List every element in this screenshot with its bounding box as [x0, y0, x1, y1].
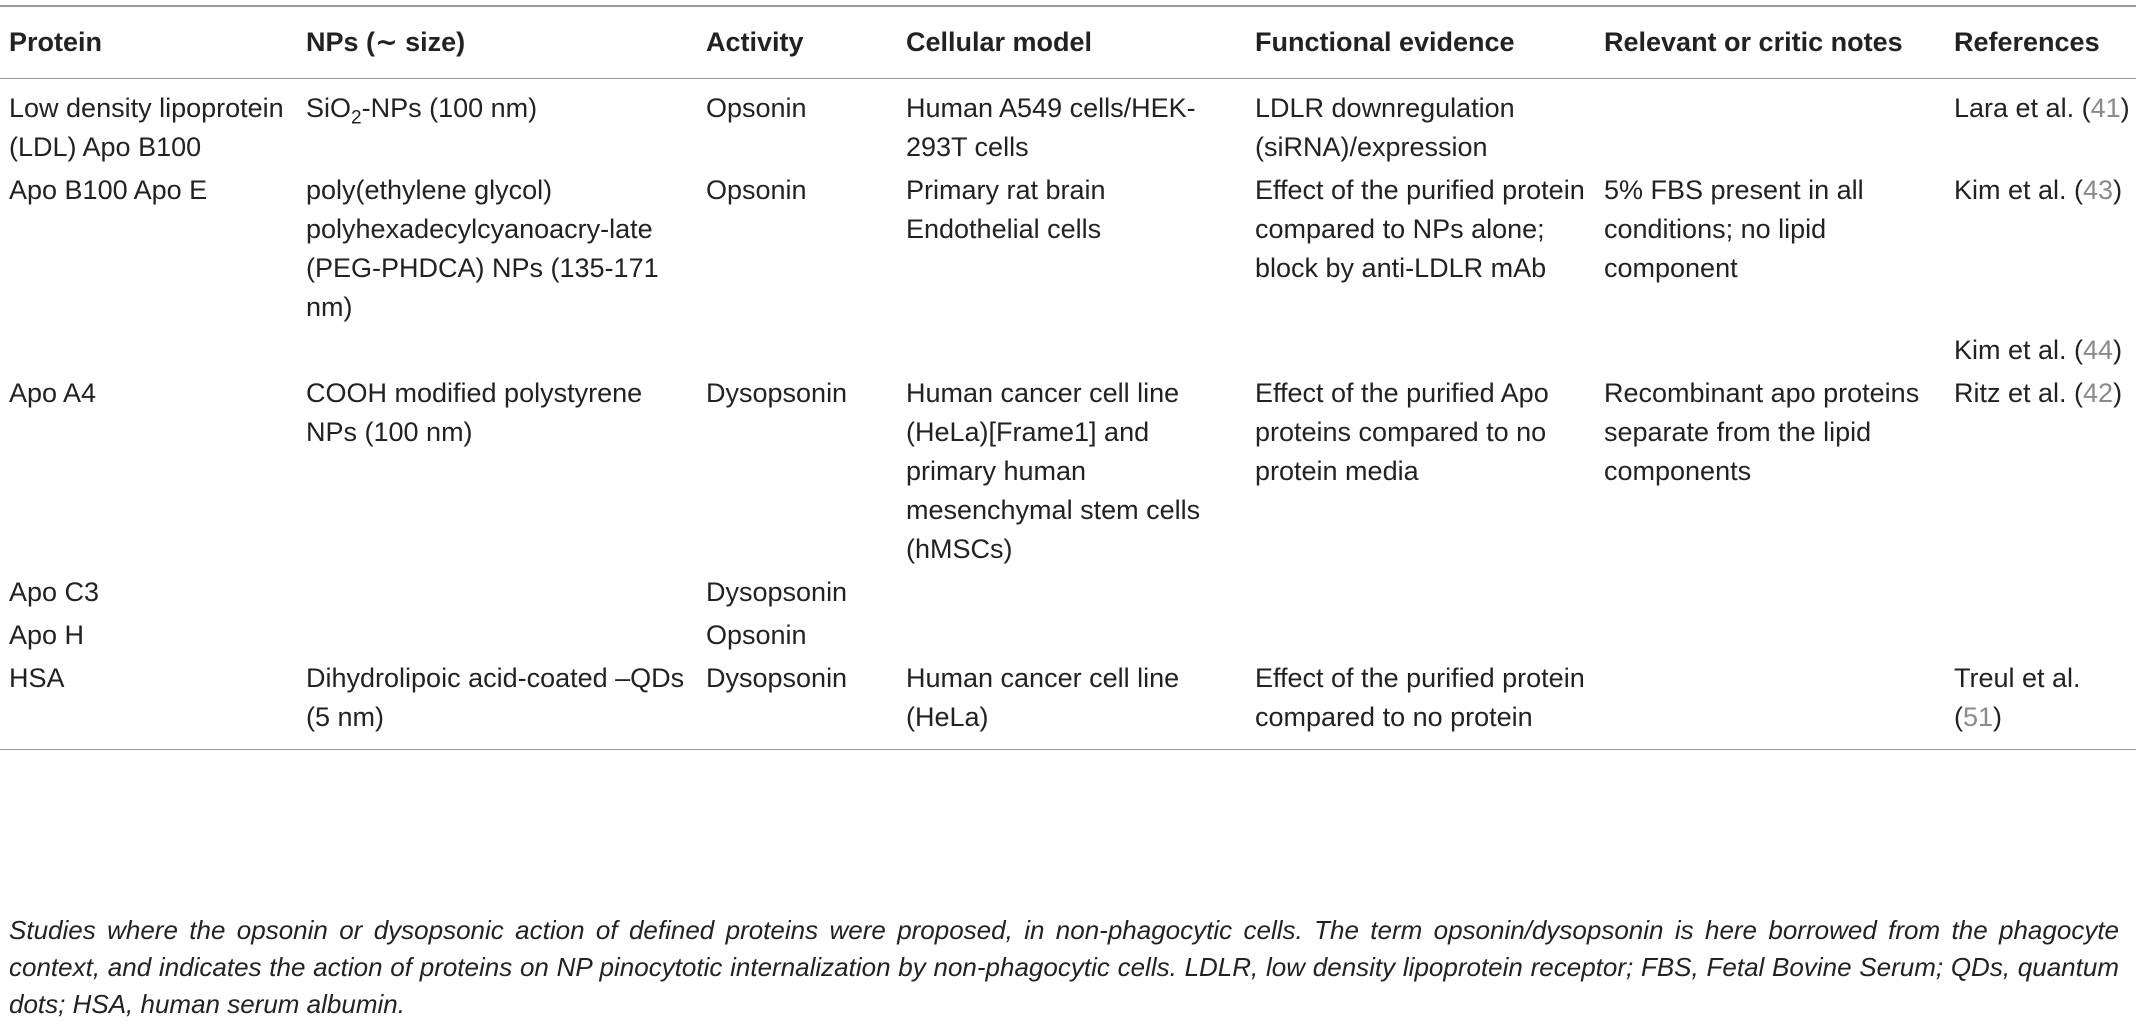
cell-reference: Treul et al. (51)	[1945, 657, 2136, 750]
cell-protein: Apo H	[9, 620, 85, 650]
cell-evidence: Effect of the purified Apo proteins comp…	[1255, 378, 1549, 486]
cell-protein	[0, 329, 297, 372]
cell-protein: Apo C3	[9, 577, 100, 607]
header-nps: NPs (∼ size)	[306, 27, 466, 57]
cell-model: Primary rat brain Endothelial cells	[906, 175, 1106, 244]
cell-notes: Recombinant apo proteins separate from t…	[1604, 378, 1920, 486]
nps-formula-subscript: 2	[351, 107, 362, 129]
header-references: References	[1954, 27, 2100, 57]
nps-formula-rest: -NPs (100 nm)	[361, 93, 538, 123]
cell-protein: Apo B100 Apo E	[9, 175, 208, 205]
table-row: Kim et al. (44)	[0, 329, 2136, 372]
table-row: Low density lipoprotein (LDL) Apo B100 S…	[0, 79, 2136, 170]
cell-notes: 5% FBS present in all conditions; no lip…	[1604, 175, 1864, 283]
ref-author: Treul et al. (	[1954, 663, 2081, 732]
cell-notes	[1595, 79, 1945, 170]
cell-evidence: Effect of the purified protein compared …	[1255, 663, 1585, 732]
ref-link[interactable]: 41	[2090, 93, 2121, 123]
ref-close: )	[2113, 175, 2123, 205]
ref-link[interactable]: 42	[2083, 378, 2114, 408]
ref-author: Ritz et al. (	[1954, 378, 2084, 408]
cell-activity	[697, 329, 897, 372]
cell-activity: Dysopsonin	[706, 663, 848, 693]
ref-close: )	[1993, 702, 2003, 732]
cell-nps: COOH modified polystyrene NPs (100 nm)	[306, 378, 643, 447]
cell-model: Human A549 cells/HEK-293T cells	[906, 93, 1196, 162]
cell-notes	[1595, 614, 1945, 657]
cell-model: Human cancer cell line (HeLa)	[906, 663, 1180, 732]
header-activity: Activity	[706, 27, 804, 57]
ref-link[interactable]: 51	[1963, 702, 1994, 732]
cell-reference: Lara et al. (41)	[1945, 79, 2136, 170]
cell-activity: Opsonin	[706, 93, 807, 123]
cell-evidence	[1246, 571, 1595, 614]
cell-notes	[1595, 657, 1945, 750]
table-row: Apo A4 COOH modified polystyrene NPs (10…	[0, 372, 2136, 571]
cell-notes	[1595, 571, 1945, 614]
table-row: Apo H Opsonin	[0, 614, 2136, 657]
cell-activity: Opsonin	[706, 620, 807, 650]
cell-protein: Apo A4	[9, 378, 97, 408]
cell-nps: Dihydrolipoic acid-coated –QDs (5 nm)	[306, 663, 685, 732]
nps-formula-base: SiO	[306, 93, 352, 123]
header-protein: Protein	[9, 27, 103, 57]
ref-close: )	[2120, 93, 2130, 123]
ref-link[interactable]: 43	[2083, 175, 2114, 205]
cell-notes	[1595, 329, 1945, 372]
cell-nps: SiO2-NPs (100 nm)	[297, 79, 697, 170]
cell-evidence	[1246, 614, 1595, 657]
cell-evidence: Effect of the purified protein compared …	[1255, 175, 1585, 283]
cell-reference	[1945, 614, 2136, 657]
cell-model	[897, 329, 1246, 372]
cell-activity: Opsonin	[706, 175, 807, 205]
header-cellular-model: Cellular model	[906, 27, 1093, 57]
cell-evidence	[1246, 329, 1595, 372]
cell-nps	[297, 571, 697, 614]
cell-reference	[1945, 571, 2136, 614]
table-row: HSA Dihydrolipoic acid-coated –QDs (5 nm…	[0, 657, 2136, 750]
cell-nps	[297, 329, 697, 372]
table-row: Apo B100 Apo E poly(ethylene glycol) pol…	[0, 169, 2136, 329]
cell-nps	[297, 614, 697, 657]
ref-author: Lara et al. (	[1954, 93, 2091, 123]
cell-activity: Dysopsonin	[706, 378, 848, 408]
table-footnote: Studies where the opsonin or dysopsonic …	[9, 915, 2119, 1019]
table-header-row: Protein NPs (∼ size) Activity Cellular m…	[0, 6, 2136, 79]
table-row: Apo C3 Dysopsonin	[0, 571, 2136, 614]
cell-protein: HSA	[9, 663, 65, 693]
cell-evidence: LDLR downregulation (siRNA)/expression	[1255, 93, 1515, 162]
ref-author: Kim et al. (	[1954, 335, 2084, 365]
cell-reference: Kim et al. (43)	[1945, 169, 2136, 329]
cell-protein: Low density lipoprotein (LDL) Apo B100	[9, 93, 284, 162]
cell-model	[897, 571, 1246, 614]
ref-link[interactable]: 44	[2083, 335, 2114, 365]
cell-model: Human cancer cell line (HeLa)[Frame1] an…	[906, 378, 1201, 564]
cell-activity: Dysopsonin	[706, 577, 848, 607]
data-table-container: Protein NPs (∼ size) Activity Cellular m…	[0, 5, 2136, 750]
ref-close: )	[2113, 335, 2123, 365]
header-functional-evidence: Functional evidence	[1255, 27, 1515, 57]
ref-author: Kim et al. (	[1954, 175, 2084, 205]
ref-close: )	[2113, 378, 2123, 408]
cell-reference: Ritz et al. (42)	[1945, 372, 2136, 571]
header-notes: Relevant or critic notes	[1604, 27, 1903, 57]
cell-reference: Kim et al. (44)	[1945, 329, 2136, 372]
cell-model	[897, 614, 1246, 657]
protein-table: Protein NPs (∼ size) Activity Cellular m…	[0, 5, 2136, 750]
cell-nps: poly(ethylene glycol) polyhexadecylcyano…	[306, 175, 659, 322]
